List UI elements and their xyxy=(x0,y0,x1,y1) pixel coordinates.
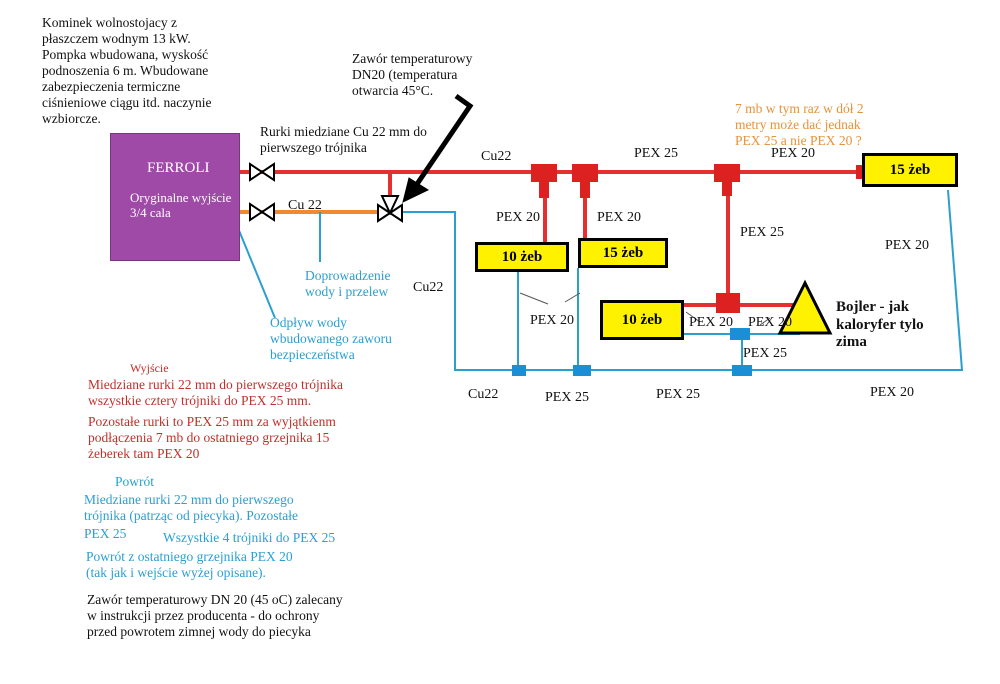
return-tee-4 xyxy=(730,328,750,340)
label-pex20-bojler-right: PEX 20 xyxy=(748,315,792,330)
ferroli-boiler: FERROLI Oryginalne wyjście 3/4 cala xyxy=(110,133,240,261)
pointer-pex20-left xyxy=(519,292,549,305)
label-pex20-bojler-left: PEX 20 xyxy=(689,315,733,330)
label-pex25-bojler: PEX 25 xyxy=(743,346,787,361)
valve-return-icon xyxy=(249,202,275,222)
radiator-10-bojler: 10 żeb xyxy=(600,300,684,340)
bojler-triangle-icon xyxy=(777,279,833,335)
label-cu22-orange: Cu 22 xyxy=(288,198,322,213)
return-legend-title: Powrót xyxy=(115,474,155,489)
return-main-pipe xyxy=(402,189,964,371)
valve-supply-icon xyxy=(249,162,275,182)
supply-tee-4 xyxy=(716,293,740,313)
safety-drain-note: Odpływ wody wbudowanego zaworu bezpiecze… xyxy=(270,315,392,362)
radiator-15-second: 15 żeb xyxy=(578,238,668,268)
supply-tee-3-stem xyxy=(722,178,732,196)
return-tees xyxy=(512,328,752,376)
label-cu22-top: Cu22 xyxy=(481,149,512,164)
label-pex25-bottom-mid: PEX 25 xyxy=(656,387,700,402)
label-pex20-cross: PEX 20 xyxy=(530,313,574,328)
label-pex20-bottom-right: PEX 20 xyxy=(870,385,914,400)
pointer-bojler-right xyxy=(759,317,771,326)
bojler-note: Bojler - jak kaloryfer tylo zima xyxy=(836,299,924,351)
shutoff-valves xyxy=(249,162,275,222)
label-pex20-mid: PEX 20 xyxy=(597,210,641,225)
label-cu22-bottom: Cu22 xyxy=(468,387,499,402)
return-legend-tees: Wszystkie 4 trójniki do PEX 25 xyxy=(163,530,336,545)
fireplace-note: Kominek wolnostojacy z płaszczem wodnym … xyxy=(42,15,212,126)
return-legend-line1: Miedziane rurki 22 mm do pierwszego trój… xyxy=(84,492,299,523)
valve-pointer-arrow xyxy=(402,93,474,203)
return-legend-line2: Powrót z ostatniego grzejnika PEX 20 (ta… xyxy=(86,549,293,580)
label-pex20-left: PEX 20 xyxy=(496,210,540,225)
valve-recommendation-note: Zawór temperaturowy DN 20 (45 oC) zaleca… xyxy=(87,592,343,639)
safety-drain-leader xyxy=(237,227,276,319)
label-pex25-top: PEX 25 xyxy=(634,146,678,161)
supply-tee-1-stem xyxy=(539,178,549,198)
pointer-bojler-left xyxy=(685,311,701,323)
boiler-outlet-note: Oryginalne wyjście 3/4 cala xyxy=(130,190,232,220)
supply-tee-2 xyxy=(572,164,598,182)
supply-tees xyxy=(531,164,868,313)
supply-legend-title: Wyjście xyxy=(130,361,169,375)
pointer-pex20-right xyxy=(564,292,581,303)
copper-pipes-note: Rurki miedziane Cu 22 mm do pierwszego t… xyxy=(260,124,427,155)
supply-tee-2-stem xyxy=(580,178,590,198)
label-pex20-right: PEX 20 xyxy=(885,238,929,253)
supply-legend-line1: Miedziane rurki 22 mm do pierwszego trój… xyxy=(88,377,343,408)
water-supply-note: Doprowadzenie wody i przelew xyxy=(305,268,391,299)
last-radiator-note: 7 mb w tym raz w dół 2 metry może dać je… xyxy=(735,101,864,148)
thermostatic-valve-icon xyxy=(377,195,403,223)
radiator-15-last: 15 żeb xyxy=(862,153,958,187)
return-tee-2 xyxy=(573,365,591,376)
label-pex25-vertical: PEX 25 xyxy=(740,225,784,240)
pointer-lines xyxy=(519,292,771,326)
label-cu22-return: Cu22 xyxy=(413,280,444,295)
return-tee-1 xyxy=(512,365,526,376)
label-pex20-top: PEX 20 xyxy=(771,146,815,161)
supply-tee-3 xyxy=(714,164,740,182)
return-tee-3 xyxy=(732,365,752,376)
return-legend-pex: PEX 25 xyxy=(84,526,127,541)
valve-note: Zawór temperaturowy DN20 (temperatura ot… xyxy=(352,51,473,98)
boiler-name: FERROLI xyxy=(147,160,210,176)
label-pex25-bottom-left: PEX 25 xyxy=(545,390,589,405)
supply-tee-1 xyxy=(531,164,557,182)
supply-legend-line2: Pozostałe rurki to PEX 25 mm za wyjątkie… xyxy=(88,414,336,461)
radiator-10-first: 10 żeb xyxy=(475,242,569,272)
